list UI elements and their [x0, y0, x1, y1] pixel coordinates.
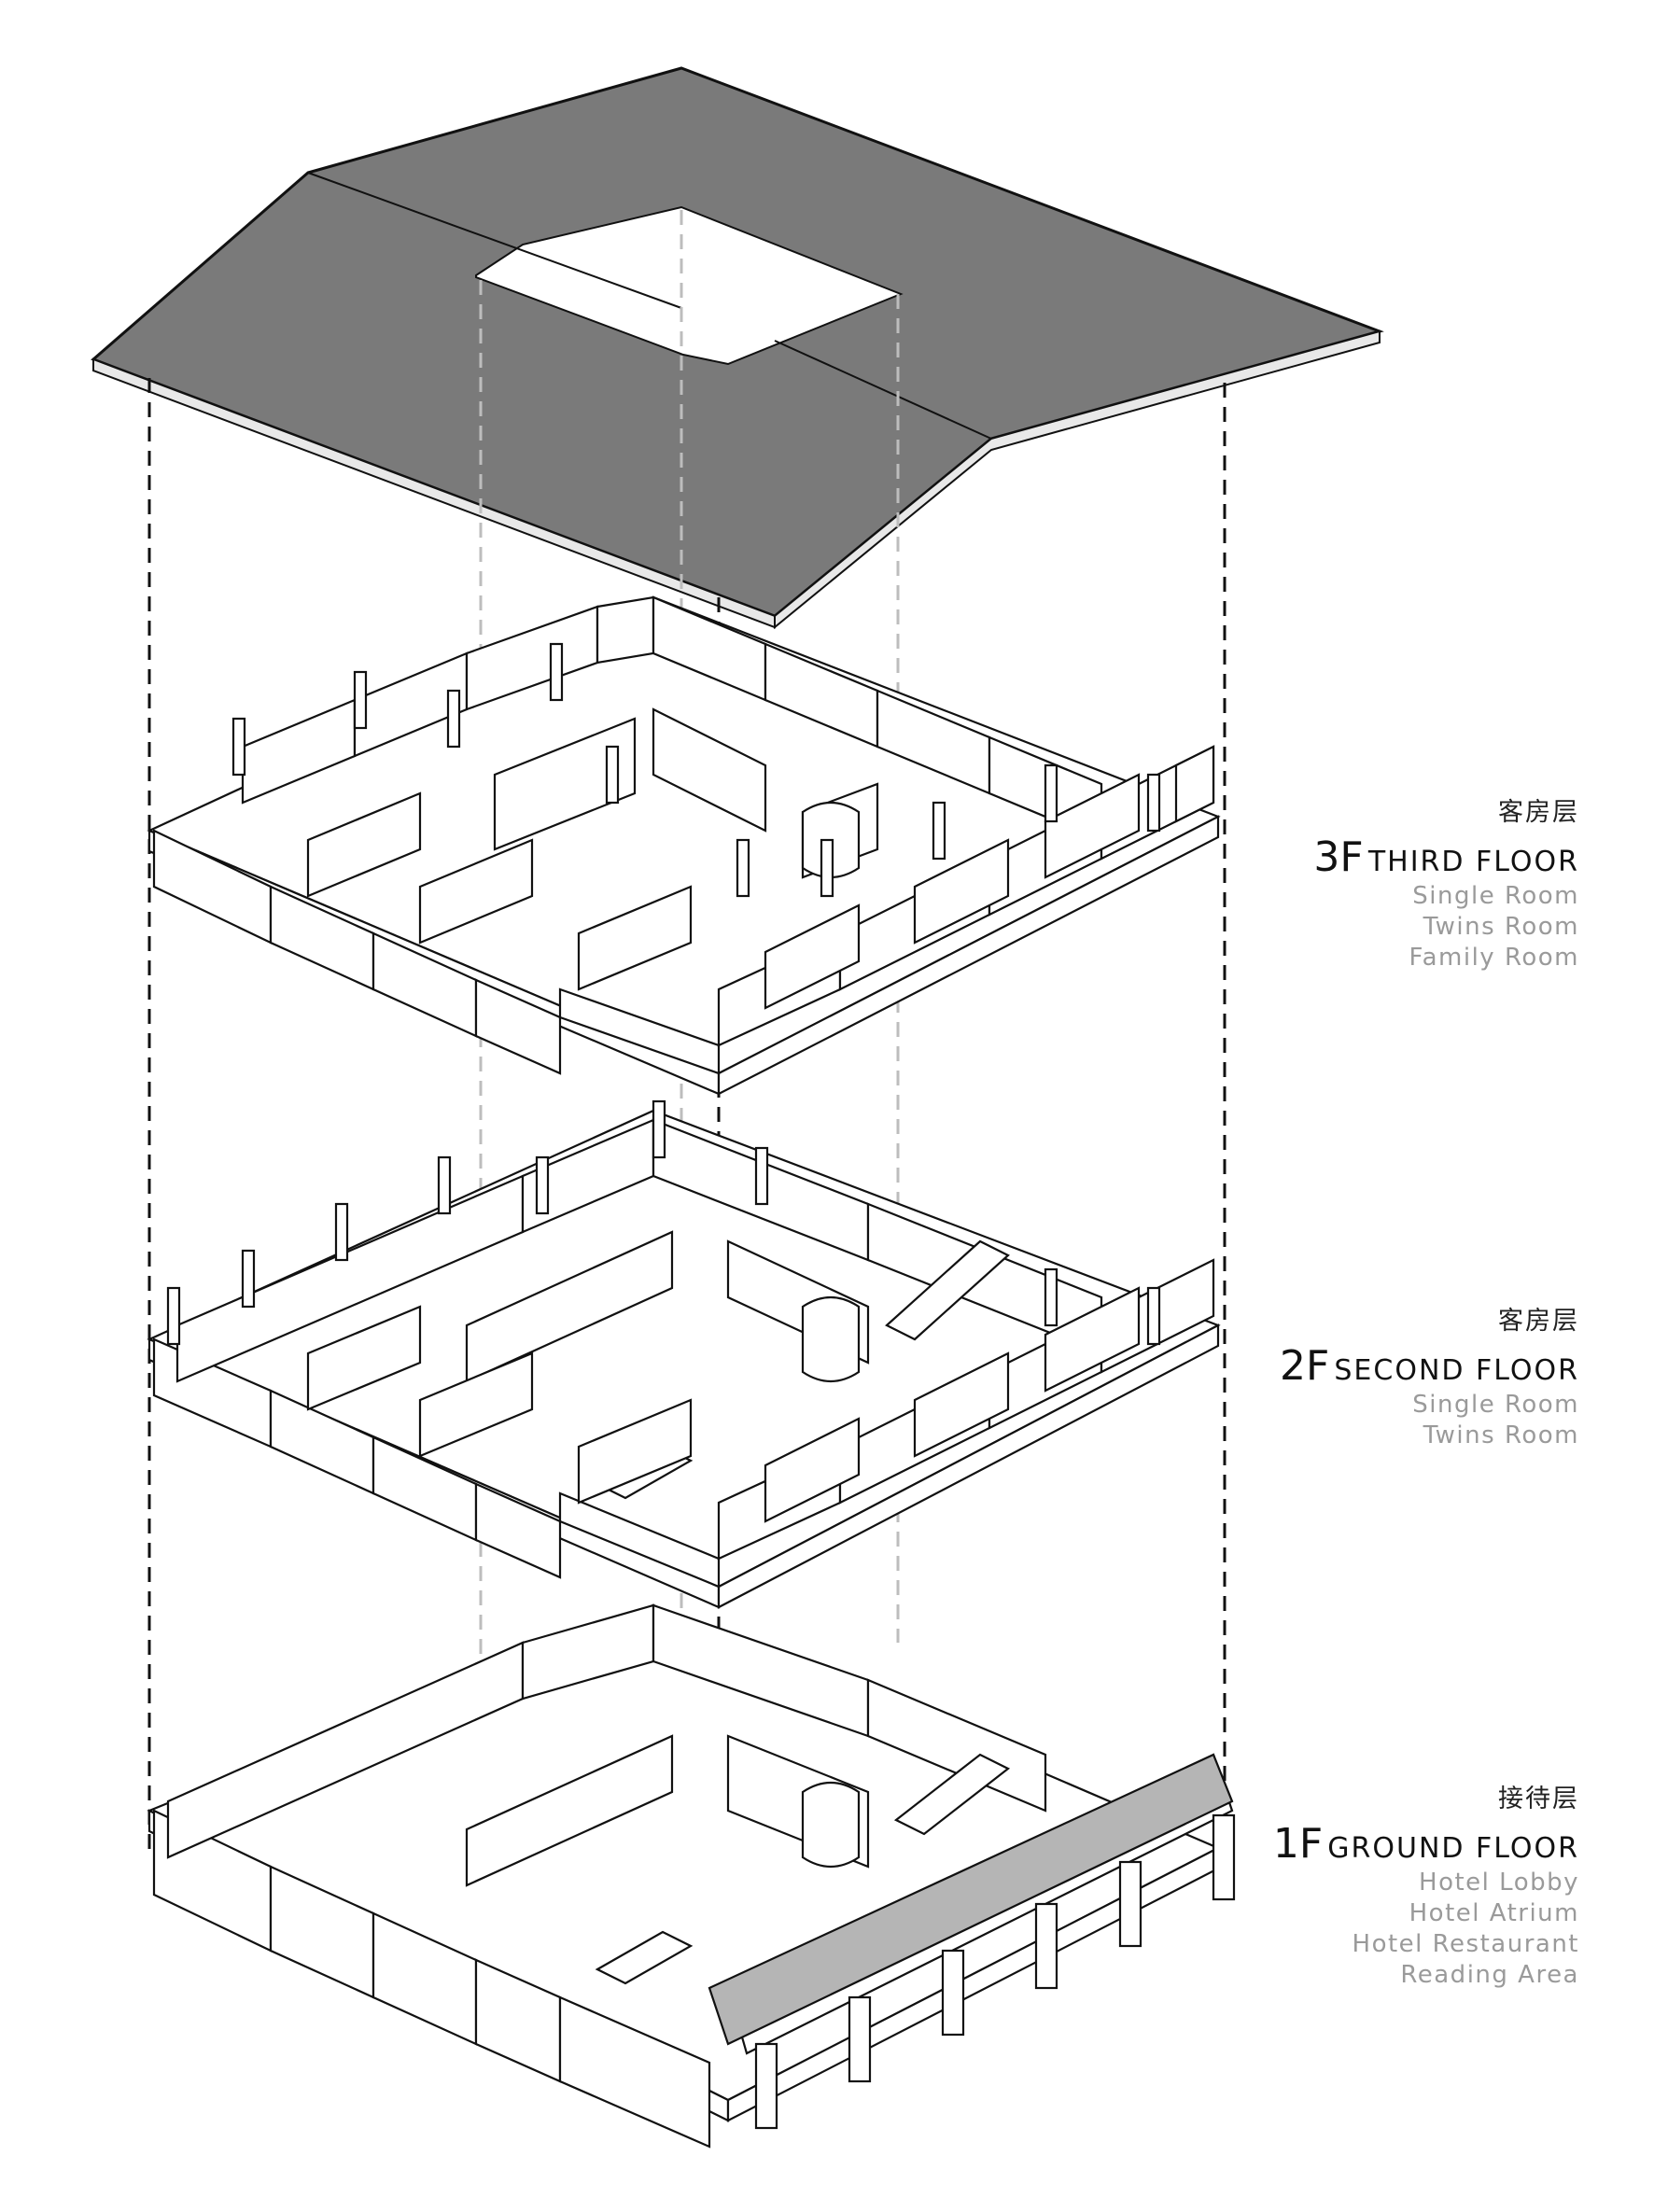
floor-function: Single Room [1412, 882, 1579, 910]
floor-label-2f: 客房层 2F SECOND FLOOR Single Room Twins Ro… [1280, 1300, 1579, 1451]
floor-function: Twins Room [1423, 1421, 1579, 1449]
floor-title: 1F GROUND FLOOR [1273, 1820, 1579, 1868]
floor-name: GROUND FLOOR [1327, 1832, 1579, 1865]
floor-function: Family Room [1409, 944, 1579, 972]
floor-function: Reading Area [1400, 1961, 1579, 1989]
floor-number: 1F [1272, 1820, 1324, 1868]
floor-label-1f: 接待层 1F GROUND FLOOR Hotel Lobby Hotel At… [1273, 1778, 1579, 1991]
floor-plan-1f [147, 1603, 1236, 2149]
canopy-roof [708, 1753, 1234, 2046]
floor-title: 3F THIRD FLOOR [1313, 833, 1579, 881]
floor-function: Single Room [1412, 1391, 1579, 1419]
floor-cn-label: 接待层 [1498, 1785, 1579, 1813]
roof [91, 66, 1384, 630]
floor-function: Hotel Lobby [1419, 1869, 1579, 1897]
floor-name: THIRD FLOOR [1367, 846, 1579, 878]
floor-plan-2f [147, 1099, 1221, 1609]
floor-number: 2F [1279, 1342, 1330, 1390]
floor-number: 3F [1313, 833, 1364, 881]
floor-name: SECOND FLOOR [1334, 1354, 1579, 1387]
floor-function: Twins Room [1423, 913, 1579, 941]
floor-cn-label: 客房层 [1498, 1307, 1579, 1336]
floor-label-3f: 客房层 3F THIRD FLOOR Single Room Twins Roo… [1313, 791, 1579, 973]
roof-atrium-opening [475, 205, 904, 366]
floor-cn-label: 客房层 [1498, 798, 1579, 827]
floor-function: Hotel Restaurant [1352, 1930, 1579, 1958]
floor-plan-3f [147, 595, 1221, 1096]
floor-function: Hotel Atrium [1409, 1899, 1579, 1927]
floor-title: 2F SECOND FLOOR [1280, 1342, 1579, 1390]
